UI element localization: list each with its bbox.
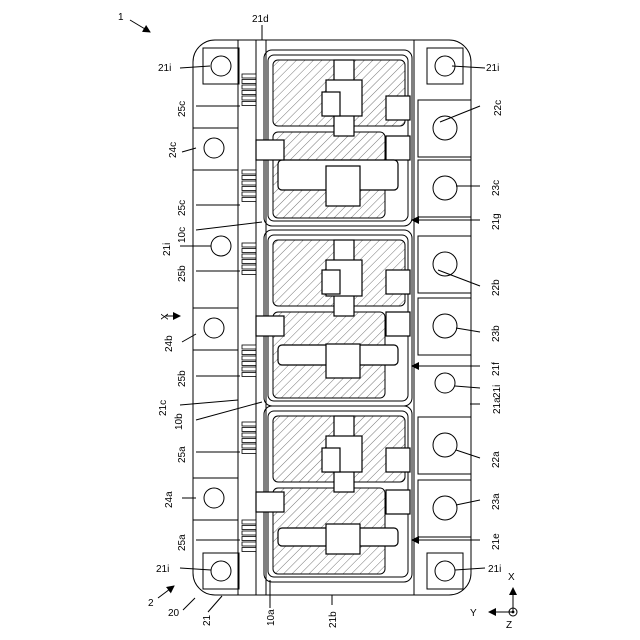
label-x-arrow: X bbox=[160, 313, 171, 320]
connector-pin bbox=[242, 74, 256, 78]
label-21i-ml: 21i bbox=[162, 243, 173, 256]
label-23c: 23c bbox=[491, 180, 502, 196]
label-25a-bottom: 25a bbox=[177, 534, 188, 551]
connector-pin bbox=[242, 254, 256, 258]
label-24c: 24c bbox=[168, 142, 179, 158]
connector-pin bbox=[242, 176, 256, 180]
connector-pin bbox=[242, 85, 256, 89]
axis-label-x: X bbox=[508, 572, 515, 583]
label-21i-br: 21i bbox=[488, 564, 501, 575]
pin-block bbox=[242, 520, 256, 552]
connector-pin bbox=[242, 439, 256, 443]
pin-block bbox=[242, 422, 256, 454]
connector-pin bbox=[242, 548, 256, 552]
label-21f: 21f bbox=[491, 362, 502, 376]
label-22b: 22b bbox=[491, 279, 502, 296]
label-22a: 22a bbox=[491, 451, 502, 468]
module-10a bbox=[256, 406, 412, 582]
label-21d: 21d bbox=[252, 14, 269, 25]
connector-pin bbox=[242, 260, 256, 264]
connector-pin bbox=[242, 198, 256, 202]
label-21i-mr: 21i bbox=[492, 385, 503, 398]
connector-pin bbox=[242, 192, 256, 196]
connector-pin bbox=[242, 271, 256, 275]
label-21a: 21a bbox=[492, 397, 503, 414]
label-25c-top: 25c bbox=[177, 101, 188, 117]
connector-pin bbox=[242, 542, 256, 546]
connector-pin bbox=[242, 96, 256, 100]
connector-pin bbox=[242, 91, 256, 95]
connector-pin bbox=[242, 362, 256, 366]
module-10b bbox=[256, 230, 412, 406]
connector-pin bbox=[242, 520, 256, 524]
connector-pin bbox=[242, 249, 256, 253]
left-terminals bbox=[193, 128, 238, 520]
label-21: 21 bbox=[202, 614, 213, 626]
axis-indicator bbox=[489, 588, 517, 616]
label-10b: 10b bbox=[174, 413, 185, 430]
label-21c: 21c bbox=[158, 400, 169, 416]
label-25c-bottom: 25c bbox=[177, 200, 188, 216]
label-22c: 22c bbox=[493, 100, 504, 116]
connector-pin bbox=[242, 80, 256, 84]
pin-block bbox=[242, 345, 256, 377]
connector-pin bbox=[242, 428, 256, 432]
connector-pin bbox=[242, 422, 256, 426]
connector-pin bbox=[242, 367, 256, 371]
connector-pin bbox=[242, 356, 256, 360]
connector-pins bbox=[242, 74, 256, 552]
axis-label-y: Y bbox=[470, 608, 477, 619]
label-21b: 21b bbox=[328, 611, 339, 628]
label-21i-bl: 21i bbox=[156, 564, 169, 575]
connector-pin bbox=[242, 450, 256, 454]
connector-pin bbox=[242, 531, 256, 535]
connector-pin bbox=[242, 170, 256, 174]
axis-label-z: Z bbox=[506, 620, 512, 631]
label-21i-tr: 21i bbox=[486, 63, 499, 74]
right-terminals bbox=[418, 100, 471, 537]
connector-pin bbox=[242, 351, 256, 355]
label-21g: 21g bbox=[491, 213, 502, 230]
pin-block bbox=[242, 74, 256, 106]
connector-pin bbox=[242, 187, 256, 191]
connector-pin bbox=[242, 433, 256, 437]
label-23b: 23b bbox=[491, 325, 502, 342]
connector-pin bbox=[242, 243, 256, 247]
label-23a: 23a bbox=[491, 493, 502, 510]
label-24b: 24b bbox=[164, 335, 175, 352]
connector-pin bbox=[242, 537, 256, 541]
label-25b-top: 25b bbox=[177, 265, 188, 282]
label-21e: 21e bbox=[491, 533, 502, 550]
label-10a: 10a bbox=[266, 609, 277, 626]
label-25a-top: 25a bbox=[177, 446, 188, 463]
connector-pin bbox=[242, 526, 256, 530]
connector-pin bbox=[242, 345, 256, 349]
pin-block bbox=[242, 243, 256, 275]
label-2: 2 bbox=[148, 598, 154, 609]
pin-block bbox=[242, 170, 256, 202]
label-20: 20 bbox=[168, 608, 180, 619]
label-24a: 24a bbox=[164, 491, 175, 508]
label-1: 1 bbox=[118, 12, 124, 23]
connector-pin bbox=[242, 102, 256, 106]
connector-pin bbox=[242, 265, 256, 269]
connector-pin bbox=[242, 444, 256, 448]
module-10c bbox=[256, 50, 412, 226]
connector-pin bbox=[242, 373, 256, 377]
label-25b-bottom: 25b bbox=[177, 370, 188, 387]
label-10c: 10c bbox=[177, 227, 188, 243]
connector-pin bbox=[242, 181, 256, 185]
label-21i-tl: 21i bbox=[158, 63, 171, 74]
